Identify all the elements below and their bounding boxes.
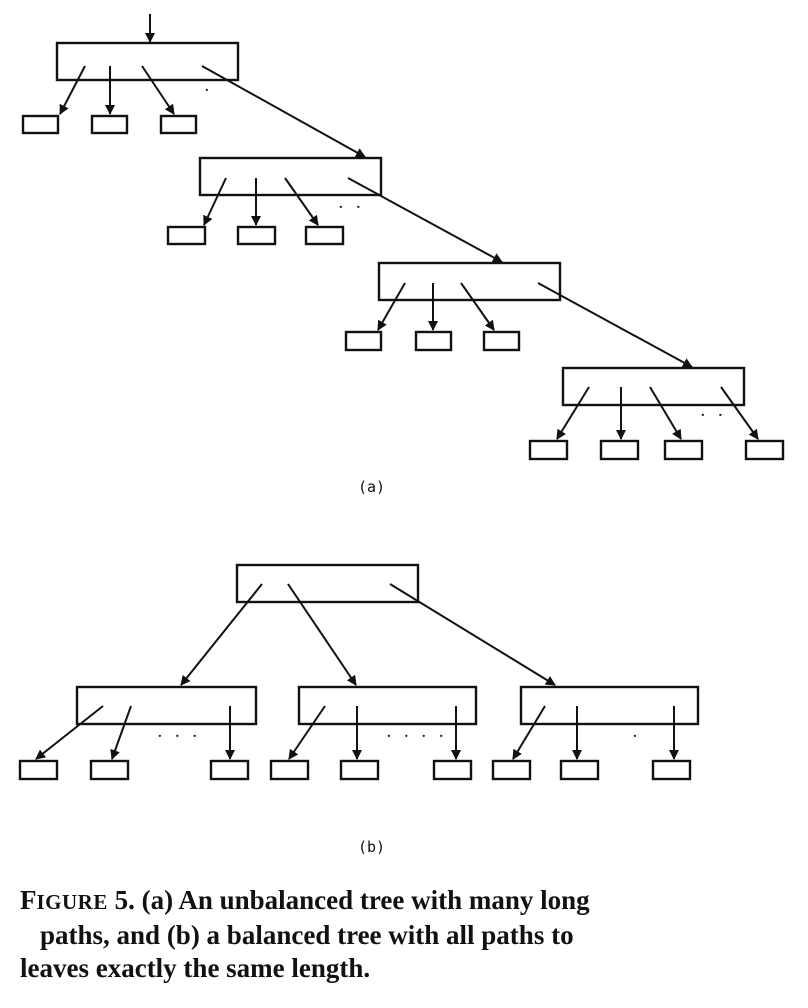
tree-a-node-4 xyxy=(561,366,746,407)
tree-b-leaf xyxy=(339,759,380,781)
caption-figure-word-first: F xyxy=(20,885,37,915)
tree-a-edge xyxy=(59,65,86,115)
tree-a-leaf xyxy=(159,114,198,135)
tree-b-edge xyxy=(35,705,104,760)
caption-line-3: leaves exactly the same length. xyxy=(20,953,371,983)
tree-a-leaf xyxy=(663,439,704,461)
tree-a-leaf xyxy=(414,330,453,352)
tree-a-edge-down xyxy=(347,177,503,263)
tree-a-leaf xyxy=(482,330,521,352)
unbalanced-tree: · · · · · (a) xyxy=(21,14,785,496)
tree-b-leaf xyxy=(432,759,473,781)
tree-a-edge xyxy=(720,386,759,440)
caption-figure-number: 5. xyxy=(114,885,135,915)
tree-b-ellipsis-middle: · · · · xyxy=(386,726,447,747)
balanced-tree: · · · · · · · · (b) xyxy=(18,563,700,856)
tree-a-leaf xyxy=(744,439,785,461)
tree-b-node-left xyxy=(75,685,258,726)
figure-caption: FIGURE 5. (a) An unbalanced tree with ma… xyxy=(20,884,800,985)
tree-b-edge xyxy=(389,583,556,686)
tree-a-edge xyxy=(556,386,590,440)
tree-b-leaf xyxy=(269,759,310,781)
tree-b-edge xyxy=(287,583,357,686)
tree-b-leaf xyxy=(209,759,250,781)
subfigure-label-a: (a) xyxy=(358,478,385,496)
tree-b-edge xyxy=(512,705,546,760)
tree-b-leaf xyxy=(491,759,532,781)
caption-line-2: paths, and (b) a balanced tree with all … xyxy=(40,920,574,950)
tree-a-leaf xyxy=(344,330,383,352)
tree-b-node-middle xyxy=(297,685,478,726)
tree-a-ellipsis-1: · xyxy=(204,80,213,101)
caption-line-1-text: (a) An unbalanced tree with many long xyxy=(141,885,590,915)
tree-b-leaf xyxy=(559,759,600,781)
tree-a-edge-down xyxy=(537,282,693,368)
tree-a-edge xyxy=(141,65,175,115)
tree-a-edge xyxy=(377,282,406,331)
subfigure-label-b: (b) xyxy=(358,838,385,856)
tree-a-leaf xyxy=(166,225,207,246)
tree-b-edge xyxy=(110,705,132,760)
tree-a-ellipsis-2: · · xyxy=(338,197,364,218)
tree-b-ellipsis-right: · xyxy=(632,726,641,747)
tree-b-ellipsis-left: · · · xyxy=(157,726,201,747)
caption-figure-word-rest: IGURE xyxy=(36,890,108,914)
tree-b-leaf xyxy=(651,759,692,781)
tree-a-leaf xyxy=(599,439,640,461)
tree-a-edge-down xyxy=(201,65,366,158)
tree-a-leaf xyxy=(236,225,277,246)
tree-a-edge xyxy=(460,282,495,331)
tree-b-node-right xyxy=(519,685,700,726)
tree-a-leaf xyxy=(21,114,60,135)
tree-a-leaf xyxy=(90,114,129,135)
tree-a-node-1 xyxy=(55,41,240,82)
tree-a-edge xyxy=(284,177,319,226)
tree-a-leaf xyxy=(528,439,569,461)
tree-b-root xyxy=(235,563,420,604)
tree-a-leaf xyxy=(304,225,345,246)
caption-line-1: FIGURE 5. (a) An unbalanced tree with ma… xyxy=(20,884,800,919)
tree-b-edge xyxy=(288,705,326,760)
tree-a-edge xyxy=(649,386,682,440)
tree-a-ellipsis-4: · · xyxy=(700,405,726,426)
tree-b-edge xyxy=(180,583,263,686)
tree-a-edge xyxy=(203,177,227,226)
tree-b-leaf xyxy=(18,759,59,781)
tree-a-node-2 xyxy=(198,156,383,197)
tree-b-leaf xyxy=(89,759,130,781)
